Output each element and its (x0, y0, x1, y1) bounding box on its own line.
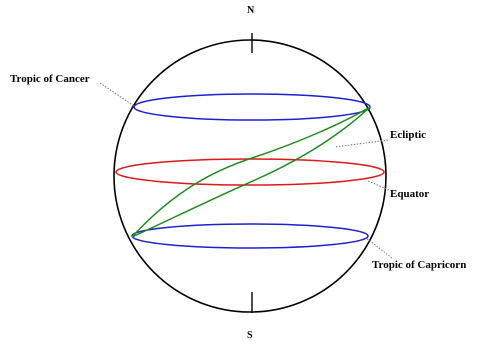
north-pole-label: N (247, 5, 255, 16)
equator-leader (367, 180, 390, 191)
tropic-of-cancer-circle (133, 93, 371, 121)
tropic-of-capricorn-circle (131, 223, 369, 249)
equator-label: Equator (390, 188, 429, 200)
celestial-sphere-outline (113, 39, 387, 313)
ecliptic-leader (334, 139, 389, 148)
tropic-of-cancer-label: Tropic of Cancer (10, 73, 90, 85)
ecliptic-label: Ecliptic (390, 129, 426, 141)
tropic-of-capricorn-label: Tropic of Capricorn (372, 259, 466, 271)
south-pole-label: S (247, 330, 253, 341)
tropic-of-capricorn-leader (365, 237, 393, 259)
equator-circle (115, 158, 385, 186)
ecliptic-circle (131, 106, 371, 238)
tropic-of-cancer-leader (99, 82, 135, 107)
